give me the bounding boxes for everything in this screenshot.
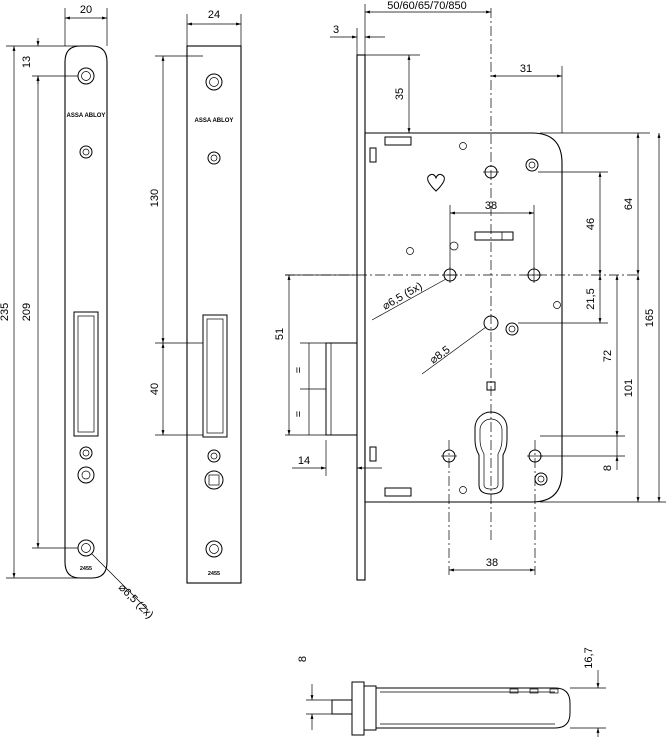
left-part-number: 2455	[80, 566, 92, 572]
middle-plate-dimensions: 24 130 40	[149, 9, 242, 436]
dim-left-hole-spacing: 209	[21, 303, 33, 321]
middle-bolt-slot-inner	[206, 318, 224, 434]
dim-height-72: 72	[602, 350, 614, 362]
bottom-side-tab	[369, 446, 377, 462]
left-small-hole	[406, 247, 414, 255]
middle-lower-torx-screw	[207, 449, 221, 463]
middle-brand-label: ASSA ABLOY	[195, 118, 234, 124]
right-small-hole	[553, 301, 561, 309]
side-rivet-2	[529, 688, 539, 694]
dim-height-21-5: 21,5	[585, 288, 597, 309]
dim-backset: 50/60/65/70/850	[387, 0, 467, 12]
screw-bottom-right-inner	[537, 475, 545, 483]
bottom-small-hole	[459, 486, 467, 494]
middle-bolt-slot	[202, 314, 228, 438]
lock-body-view	[325, 54, 563, 581]
middle-torx-inner	[210, 154, 218, 162]
left-bolt-slot	[73, 311, 99, 437]
dim-height-64: 64	[623, 198, 635, 210]
dim-height-46: 46	[585, 218, 597, 230]
left-lower-torx-screw	[79, 446, 93, 460]
dim-height-165: 165	[644, 309, 656, 327]
dim-hole-spacing-38: 38	[485, 200, 497, 212]
dim-equal-top: =	[293, 367, 305, 373]
side-rivet-1	[509, 688, 519, 694]
middle-top-screw-inner	[209, 77, 219, 87]
left-brand-label: ASSA ABLOY	[67, 113, 106, 119]
body-case	[364, 132, 563, 503]
screw-mid	[505, 322, 519, 336]
left-lower-torx-inner	[82, 449, 90, 457]
left-torx-screw-inner	[82, 148, 90, 156]
top-clip	[384, 136, 412, 146]
left-bottom-screw-inner	[81, 543, 91, 553]
dim-top-offset: 35	[394, 88, 406, 100]
top-small-hole	[459, 142, 467, 150]
bolt-slot	[474, 231, 514, 241]
side-body	[375, 687, 571, 729]
middle-bottom-screw-hole	[205, 540, 223, 558]
dim-side-height-8: 8	[297, 656, 309, 662]
left-lower-latch-hole	[77, 466, 95, 484]
left-torx-screw	[79, 145, 93, 159]
dim-latch-offset: 51	[274, 328, 286, 340]
middle-bottom-screw-inner	[209, 544, 219, 554]
dim-equal-bottom: =	[293, 411, 305, 417]
screw-top-right	[525, 158, 539, 172]
dim-left-hole-offset: 13	[21, 56, 33, 68]
middle-lower-torx-inner	[210, 452, 218, 460]
dim-left-hole-callout: ⌀6,5 (2x)	[116, 582, 156, 622]
dim-middle-width: 24	[208, 9, 220, 21]
screw-mid-inner	[508, 325, 516, 333]
left-bolt-slot-inner	[77, 315, 95, 433]
middle-lower-latch-square	[208, 474, 220, 486]
cylinder-cutout	[474, 411, 508, 495]
middle-torx-screw	[207, 151, 221, 165]
side-front-plate	[351, 681, 365, 736]
bottom-clip	[384, 487, 412, 497]
side-rivet-3	[549, 688, 559, 694]
cylinder-cutout-inner	[479, 418, 503, 490]
left-lower-latch-inner	[81, 470, 91, 480]
side-plate-step	[363, 685, 377, 731]
dim-bottom-8: 8	[602, 465, 614, 471]
dim-side-height-16-7: 16,7	[583, 647, 595, 668]
dim-bolt-projection: 14	[298, 455, 310, 467]
dim-height-101: 101	[623, 379, 635, 397]
left-top-screw-inner	[81, 71, 91, 81]
left-faceplate: ASSA ABLOY 2455	[64, 45, 108, 579]
middle-top-screw-hole	[205, 73, 223, 91]
dim-plate-thickness: 3	[333, 24, 339, 36]
dim-middle-slot-offset: 130	[149, 189, 161, 207]
side-view	[331, 681, 571, 736]
middle-part-number: 2455	[208, 571, 220, 577]
screw-top-right-inner	[528, 161, 536, 169]
middle-lower-latch-hole	[204, 470, 224, 490]
side-view-dimensions: 8 16,7	[297, 647, 606, 737]
body-front-plate	[356, 54, 366, 581]
middle-faceplate: ASSA ABLOY 2455	[186, 45, 242, 584]
heart-hole	[427, 173, 445, 192]
dim-right-offset: 31	[520, 63, 532, 75]
side-bolt	[331, 699, 353, 715]
dim-middle-slot-height: 40	[149, 383, 161, 395]
dim-left-width: 20	[80, 4, 92, 16]
top-side-tab	[369, 147, 377, 163]
dim-left-length: 235	[0, 303, 11, 321]
dim-bottom-38: 38	[486, 557, 498, 569]
